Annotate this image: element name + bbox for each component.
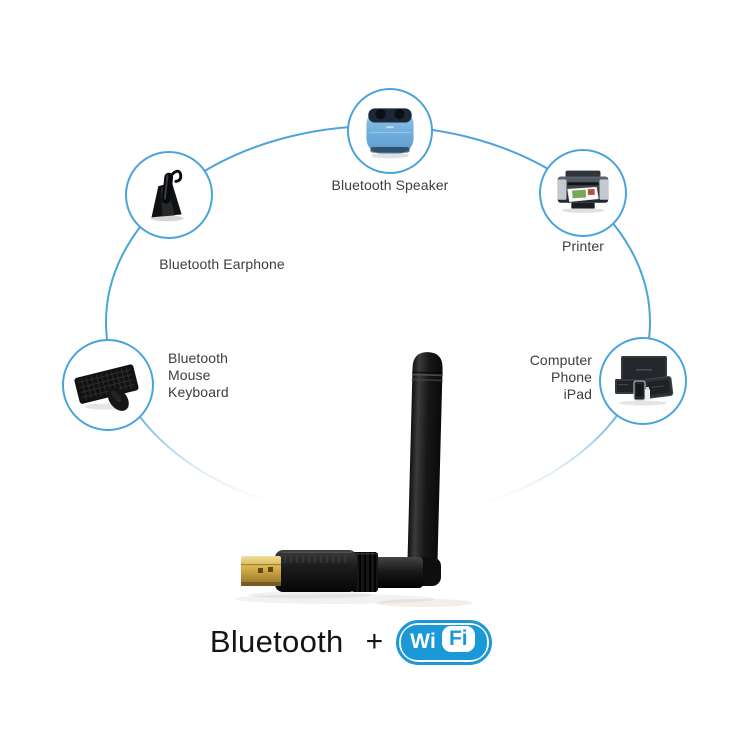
label-computer-phone-ipad: Computer Phone iPad xyxy=(432,352,592,403)
caption: Bluetooth + Wi Fi xyxy=(0,616,726,668)
label-bluetooth-earphone: Bluetooth Earphone xyxy=(159,256,285,272)
wifi-logo-fi-text: Fi xyxy=(441,625,475,652)
label-printer: Printer xyxy=(562,238,604,254)
label-line: Keyboard xyxy=(168,384,229,400)
wifi-logo-inner: Wi Fi xyxy=(401,624,488,660)
keyboard-mouse-icon xyxy=(74,364,139,411)
wifi-logo-wi-text: Wi xyxy=(410,630,436,653)
node-bluetooth-speaker xyxy=(347,88,433,174)
node-keyboard-mouse xyxy=(62,339,154,431)
label-bluetooth-speaker: Bluetooth Speaker xyxy=(331,177,449,193)
caption-bluetooth-text: Bluetooth xyxy=(209,624,344,659)
node-bluetooth-earphone xyxy=(125,151,213,239)
node-printer xyxy=(539,149,627,237)
label-keyboard-mouse: Bluetooth Mouse Keyboard xyxy=(168,350,229,401)
caption-plus-sign: + xyxy=(365,625,384,658)
label-line: Computer xyxy=(529,352,592,368)
printer-icon xyxy=(557,170,609,213)
label-line: iPad xyxy=(563,386,592,402)
label-line: Phone xyxy=(551,369,592,385)
antenna xyxy=(406,352,443,583)
bluetooth-speaker-icon xyxy=(366,108,414,159)
label-line: Bluetooth xyxy=(168,350,229,366)
node-computer-phone-ipad xyxy=(599,337,687,425)
wifi-logo: Wi Fi xyxy=(396,619,493,665)
usb-wifi-antenna-adapter-image xyxy=(235,352,473,607)
computer-phone-ipad-icon xyxy=(615,356,674,406)
label-line: Mouse xyxy=(168,367,211,383)
bluetooth-earphone-icon xyxy=(150,169,184,222)
